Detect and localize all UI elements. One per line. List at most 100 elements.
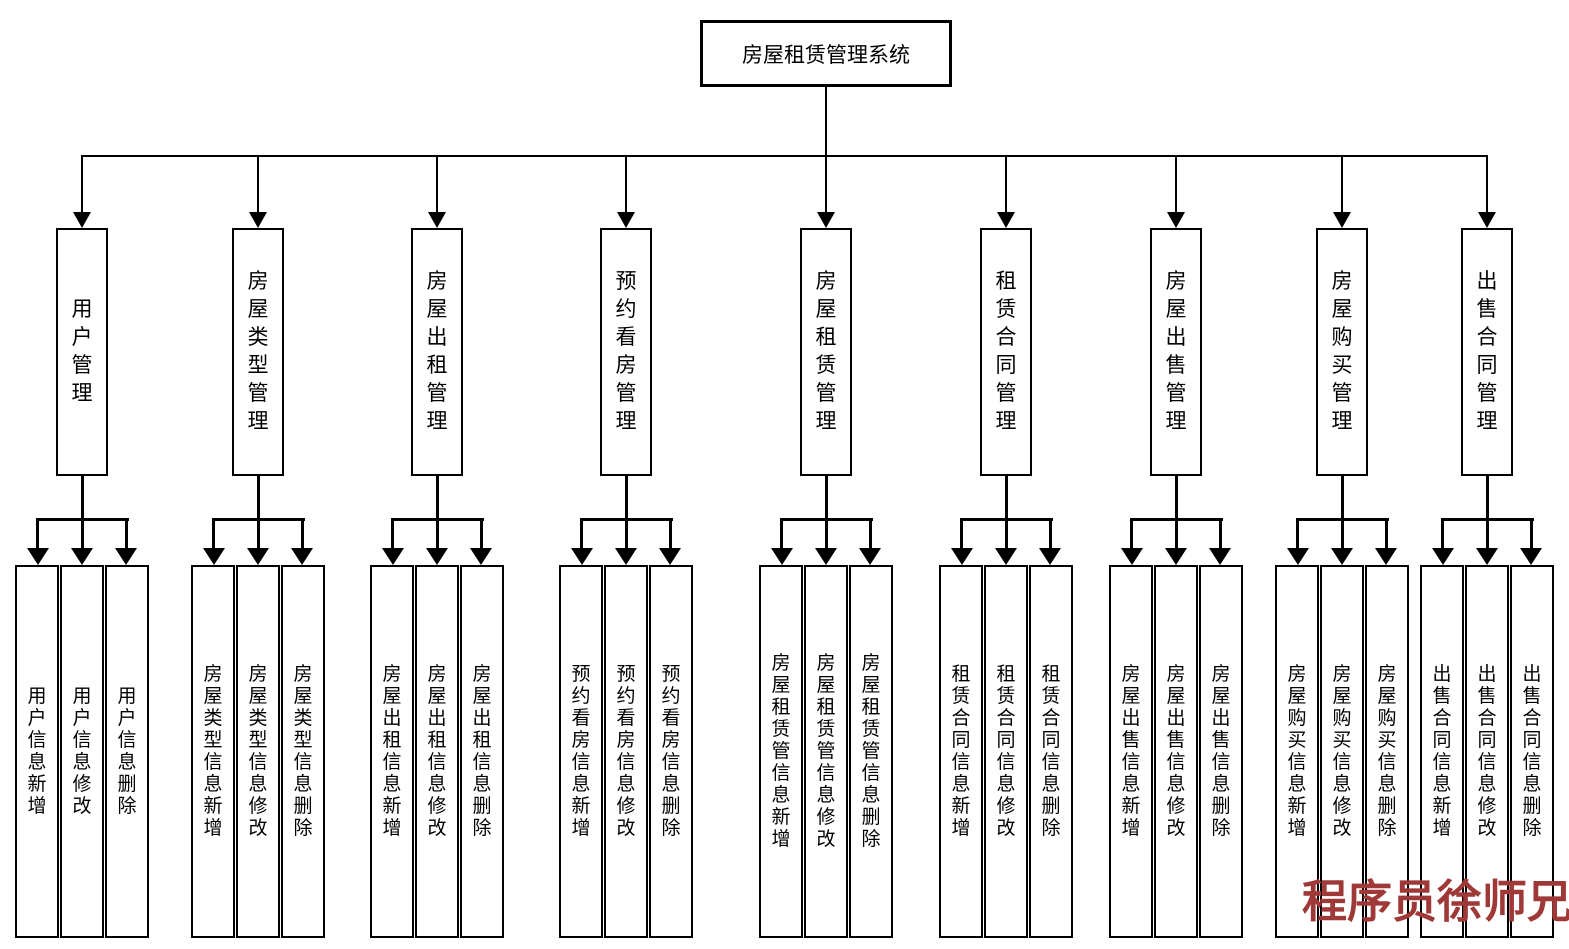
connector-line bbox=[1005, 476, 1008, 521]
leaf-node: 房屋租赁管信息新增 bbox=[759, 565, 803, 938]
leaf-group: 房屋购买信息新增 房屋购买信息修改 房屋购买信息删除 bbox=[1275, 565, 1409, 938]
connector-line bbox=[1175, 521, 1178, 548]
arrow-down-icon bbox=[470, 548, 492, 565]
arrow-down-icon bbox=[1478, 212, 1496, 228]
arrow-down-icon bbox=[291, 548, 313, 565]
connector-line bbox=[825, 157, 827, 213]
leaf-node-label: 房屋购买信息删除 bbox=[1377, 663, 1397, 839]
leaf-node-label: 房屋类型信息删除 bbox=[293, 663, 313, 839]
connector-line bbox=[1005, 157, 1007, 213]
connector-line bbox=[1049, 521, 1052, 548]
arrow-down-icon bbox=[997, 212, 1015, 228]
arrow-down-icon bbox=[617, 212, 635, 228]
connector-line bbox=[301, 521, 304, 548]
connector-line bbox=[36, 521, 39, 548]
leaf-node-label: 房屋出租信息新增 bbox=[382, 663, 402, 839]
arrow-down-icon bbox=[1287, 548, 1309, 565]
branch-sale-contract-management: 出售合同管理 出售合同信息新增 出售合同信息修改 出售合同信息删除 bbox=[1420, 157, 1554, 938]
arrow-down-icon bbox=[1165, 548, 1187, 565]
connector-line bbox=[625, 157, 627, 213]
level2-node-label: 房屋租赁管理 bbox=[815, 270, 837, 433]
leaf-node-label: 房屋出售信息删除 bbox=[1211, 663, 1231, 839]
root-node: 房屋租赁管理系统 bbox=[700, 20, 952, 87]
leaf-node-label: 房屋租赁管信息修改 bbox=[816, 652, 836, 850]
leaf-node: 预约看房信息修改 bbox=[604, 565, 648, 938]
leaf-node-label: 用户信息修改 bbox=[72, 685, 92, 817]
arrow-down-icon bbox=[27, 548, 49, 565]
arrow-down-icon bbox=[995, 548, 1017, 565]
arrow-down-icon bbox=[71, 548, 93, 565]
leaf-node: 房屋出售信息新增 bbox=[1109, 565, 1153, 938]
arrow-down-icon bbox=[1432, 548, 1454, 565]
arrow-down-icon bbox=[203, 548, 225, 565]
arrow-down-icon bbox=[115, 548, 137, 565]
branch-house-leasing-management: 房屋租赁管理 房屋租赁管信息新增 房屋租赁管信息修改 房屋租赁管信息删除 bbox=[759, 157, 893, 938]
arrow-down-icon bbox=[1476, 548, 1498, 565]
leaf-node: 房屋出售信息修改 bbox=[1154, 565, 1198, 938]
leaf-group: 房屋租赁管信息新增 房屋租赁管信息修改 房屋租赁管信息删除 bbox=[759, 565, 893, 938]
leaf-node-label: 出售合同信息新增 bbox=[1432, 663, 1452, 839]
leaf-group: 房屋出租信息新增 房屋出租信息修改 房屋出租信息删除 bbox=[370, 565, 504, 938]
leaf-node-label: 房屋类型信息修改 bbox=[248, 663, 268, 839]
leaf-node-label: 租赁合同信息修改 bbox=[996, 663, 1016, 839]
leaf-node-label: 预约看房信息删除 bbox=[661, 663, 681, 839]
level2-node-house-purchase-management: 房屋购买管理 bbox=[1316, 228, 1368, 476]
leaf-node-label: 出售合同信息删除 bbox=[1522, 663, 1542, 839]
leaf-node: 出售合同信息删除 bbox=[1510, 565, 1554, 938]
connector-line bbox=[869, 521, 872, 548]
connector-line bbox=[1385, 521, 1388, 548]
connector-root-stem bbox=[825, 86, 827, 156]
connector-line bbox=[436, 521, 439, 548]
connector-line bbox=[1130, 521, 1133, 548]
branch-house-sale-management: 房屋出售管理 房屋出售信息新增 房屋出售信息修改 房屋出售信息删除 bbox=[1109, 157, 1243, 938]
connector-line bbox=[825, 476, 828, 521]
connector-line bbox=[436, 157, 438, 213]
level2-node-sale-contract-management: 出售合同管理 bbox=[1461, 228, 1513, 476]
connector-line bbox=[1486, 521, 1489, 548]
leaf-group: 预约看房信息新增 预约看房信息修改 预约看房信息删除 bbox=[559, 565, 693, 938]
connector-line bbox=[1486, 476, 1489, 521]
leaf-node-label: 房屋租赁管信息新增 bbox=[771, 652, 791, 850]
connector-line bbox=[391, 521, 394, 548]
level2-node-label: 房屋购买管理 bbox=[1331, 270, 1353, 433]
leaf-node-label: 预约看房信息修改 bbox=[616, 663, 636, 839]
arrow-down-icon bbox=[73, 212, 91, 228]
connector-line bbox=[960, 521, 963, 548]
connector-sub-bus bbox=[1441, 518, 1534, 521]
connector-sub-bus bbox=[212, 518, 305, 521]
level2-node-lease-contract-management: 租赁合同管理 bbox=[980, 228, 1032, 476]
leaf-node: 租赁合同信息新增 bbox=[939, 565, 983, 938]
arrow-down-icon bbox=[247, 548, 269, 565]
leaf-group: 租赁合同信息新增 租赁合同信息修改 租赁合同信息删除 bbox=[939, 565, 1073, 938]
connector-line bbox=[480, 521, 483, 548]
leaf-node: 房屋出租信息新增 bbox=[370, 565, 414, 938]
arrow-down-icon bbox=[859, 548, 881, 565]
connector-line bbox=[580, 521, 583, 548]
connector-line bbox=[1219, 521, 1222, 548]
arrow-down-icon bbox=[817, 212, 835, 228]
level2-node-house-leasing-management: 房屋租赁管理 bbox=[800, 228, 852, 476]
level2-node-label: 房屋出租管理 bbox=[426, 270, 448, 433]
arrow-down-icon bbox=[1375, 548, 1397, 565]
leaf-node: 房屋类型信息新增 bbox=[191, 565, 235, 938]
connector-sub-bus bbox=[960, 518, 1053, 521]
level2-node-label: 出售合同管理 bbox=[1476, 270, 1498, 433]
leaf-node-label: 用户信息新增 bbox=[27, 685, 47, 817]
leaf-node-label: 房屋出租信息删除 bbox=[472, 663, 492, 839]
arrow-down-icon bbox=[1209, 548, 1231, 565]
arrow-down-icon bbox=[1167, 212, 1185, 228]
connector-sub-bus bbox=[1130, 518, 1223, 521]
branch-house-type-management: 房屋类型管理 房屋类型信息新增 房屋类型信息修改 房屋类型信息删除 bbox=[191, 157, 325, 938]
connector-line bbox=[1296, 521, 1299, 548]
connector-sub-bus bbox=[780, 518, 873, 521]
connector-line bbox=[780, 521, 783, 548]
leaf-node-label: 房屋出售信息新增 bbox=[1121, 663, 1141, 839]
leaf-node: 房屋出租信息修改 bbox=[415, 565, 459, 938]
connector-line bbox=[1341, 476, 1344, 521]
leaf-node: 房屋租赁管信息删除 bbox=[849, 565, 893, 938]
leaf-node: 房屋购买信息新增 bbox=[1275, 565, 1319, 938]
watermark-text: 程序员徐师兄 bbox=[1302, 877, 1569, 927]
connector-top-bus bbox=[81, 155, 1488, 157]
leaf-node: 房屋购买信息删除 bbox=[1365, 565, 1409, 938]
branch-viewing-appointment-management: 预约看房管理 预约看房信息新增 预约看房信息修改 预约看房信息删除 bbox=[559, 157, 693, 938]
